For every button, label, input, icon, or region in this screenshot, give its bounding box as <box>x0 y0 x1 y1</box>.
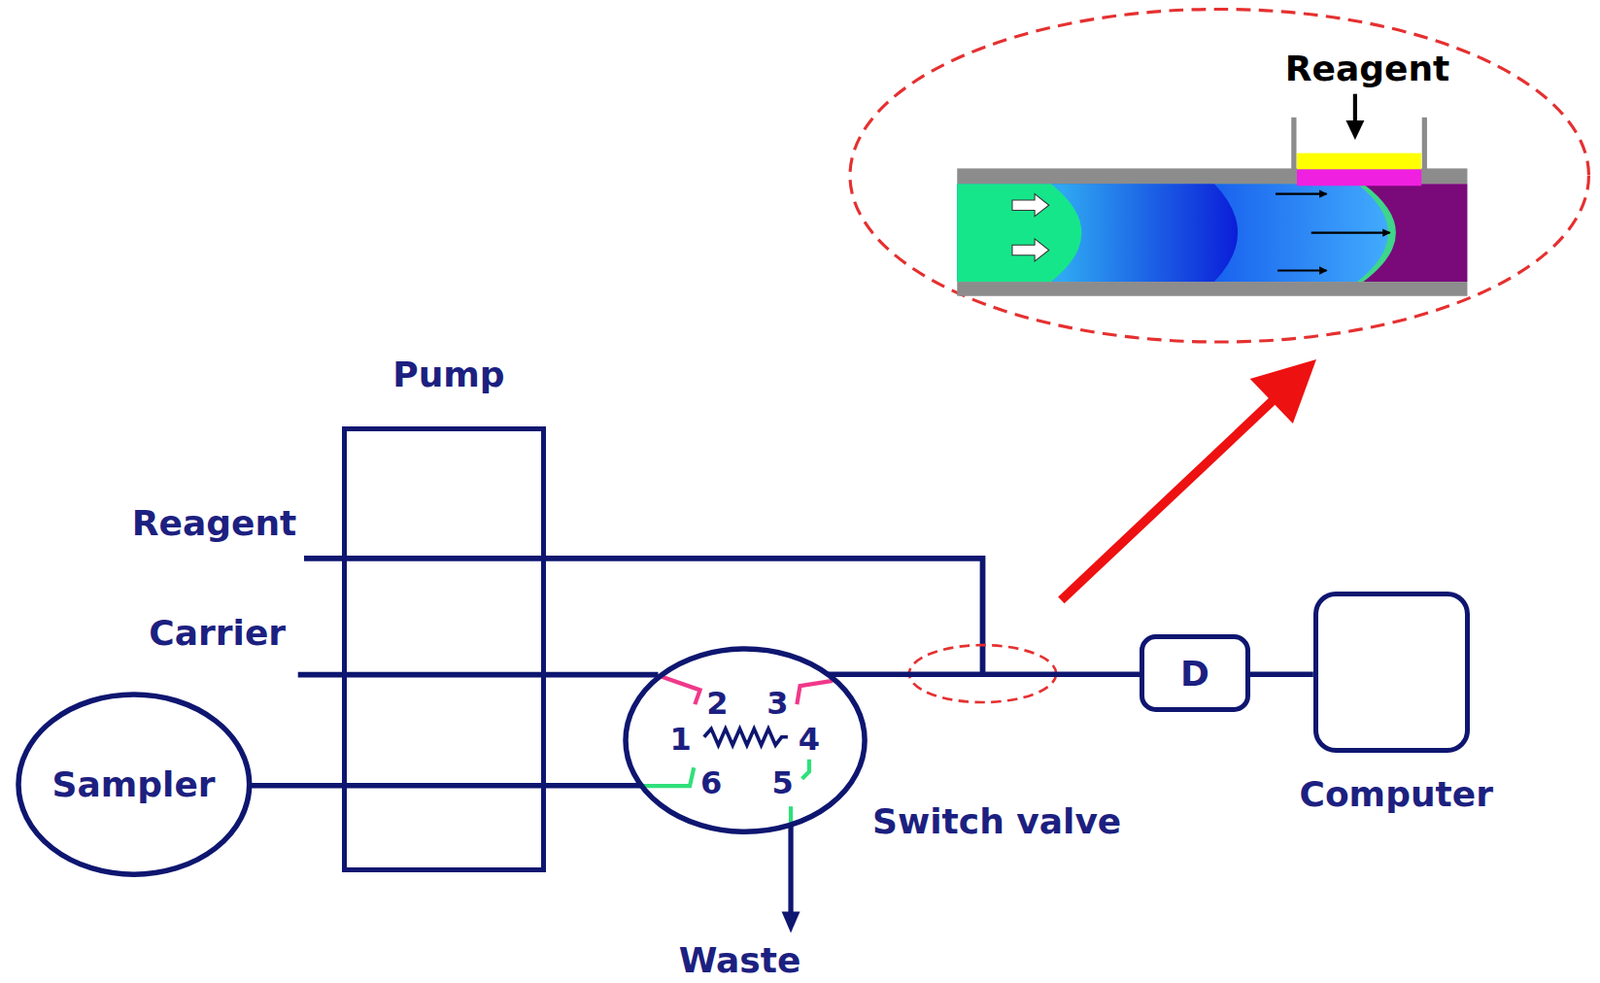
valve-port-line <box>639 767 695 786</box>
sample-zone <box>956 183 1238 282</box>
mixing-front <box>956 183 1396 282</box>
flow-arrow <box>1311 232 1391 235</box>
port-number: 5 <box>772 765 794 802</box>
sample-loop-symbol <box>704 728 788 746</box>
signal-line <box>1250 672 1314 679</box>
waste-arrowhead <box>782 911 801 933</box>
membrane-layer <box>1296 169 1422 186</box>
sample-line <box>248 782 642 789</box>
node-label: D <box>1180 653 1210 694</box>
node-label: Sampler <box>52 764 216 805</box>
zoom-callout <box>850 8 1589 342</box>
waste-label: Waste <box>679 940 802 981</box>
sampler-ellipse: Sampler <box>15 691 253 878</box>
zoom-arrow <box>1060 396 1278 601</box>
node-caption: Pump <box>392 354 505 395</box>
carrier-line <box>298 672 659 679</box>
port-number: 4 <box>798 721 820 758</box>
reagent-zone <box>956 183 1467 282</box>
node-outline <box>18 694 250 875</box>
carrier-label: Carrier <box>148 612 286 653</box>
reagent-arrowhead <box>1345 120 1364 140</box>
carrier-zone <box>956 183 1082 282</box>
port-number: 6 <box>700 765 722 802</box>
inlet-wall <box>1422 117 1428 171</box>
valve-port-line <box>659 676 701 705</box>
flow-arrow <box>1275 193 1328 196</box>
carrier-line <box>827 672 1140 679</box>
node-caption: Computer <box>1298 774 1493 815</box>
reagent-label: Reagent <box>1285 48 1450 89</box>
valve-port-line <box>796 680 833 705</box>
node-outline <box>625 648 865 832</box>
zoom-arrowhead <box>1250 359 1317 424</box>
valve-port-line <box>802 759 810 780</box>
detector-box: D <box>1139 634 1250 713</box>
pump-box: Pump <box>341 426 546 873</box>
reagent-layer <box>1296 153 1422 171</box>
flow-arrow <box>1277 269 1327 272</box>
port-number: 1 <box>669 721 691 758</box>
reagent-line <box>304 558 984 676</box>
node-caption: Switch valve <box>872 801 1122 842</box>
tube-wall <box>956 281 1467 297</box>
waste-line <box>787 824 793 917</box>
reagent-arrow <box>1353 94 1358 126</box>
node-outline <box>622 646 868 835</box>
inlet-wall <box>1291 117 1296 171</box>
reagent-label: Reagent <box>132 503 297 544</box>
switch-valve: Switch valve <box>622 646 868 835</box>
port-number: 3 <box>766 685 788 722</box>
flow-arrow <box>1012 194 1050 217</box>
flow-arrow <box>1012 238 1050 262</box>
computer-box: Computer <box>1313 591 1470 753</box>
port-number: 2 <box>706 685 728 722</box>
